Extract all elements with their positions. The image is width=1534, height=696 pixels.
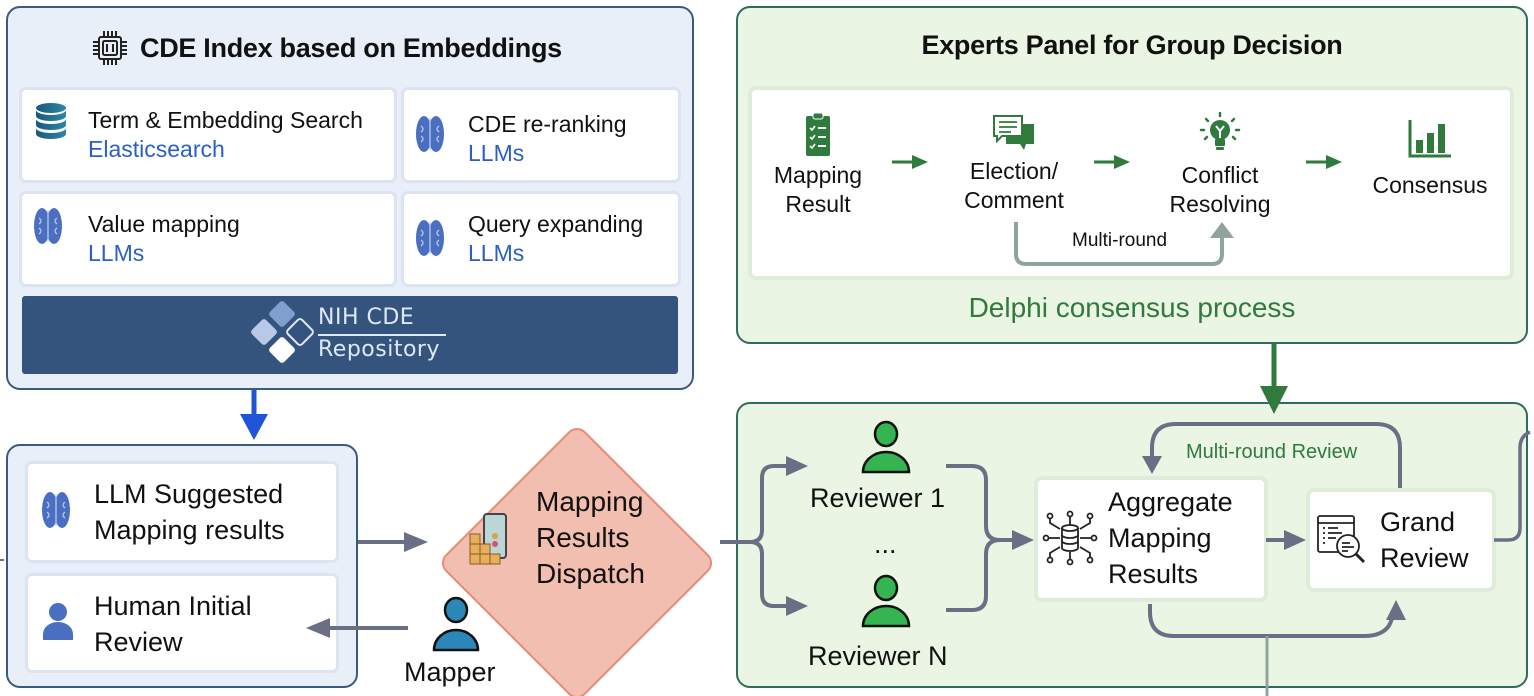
card-term-embedding-search: Term & Embedding Search Elasticsearch (22, 90, 394, 180)
nih-line2: Repository (318, 337, 440, 362)
step-label: Resolving (1169, 191, 1271, 217)
dispatch-label: Mapping Results Dispatch (536, 484, 645, 592)
card-label: Query expanding (468, 211, 644, 237)
card-label: Term & Embedding Search (88, 107, 363, 133)
chip-icon (90, 28, 130, 68)
reviewer-1-icon (858, 420, 914, 481)
brain-icon (416, 218, 444, 263)
aggregate-label: Aggregate Mapping Results (1108, 484, 1233, 592)
card-query-expanding: Query expanding LLMs (404, 194, 678, 284)
human-review-line1: Human Initial (94, 591, 252, 621)
grand-review-line2: Review (1380, 543, 1469, 573)
grand-review-label: Grand Review (1380, 504, 1469, 576)
nih-cde-repository-banner: NIH CDE Repository (22, 296, 678, 374)
delphi-caption: Delphi consensus process (968, 292, 1296, 323)
grand-review-line1: Grand (1380, 507, 1456, 537)
step-label: Election/ (969, 158, 1059, 184)
reviewer-ellipsis: ... (874, 529, 897, 559)
grand-review-card: Grand Review (1310, 492, 1492, 588)
database-icon (34, 102, 68, 147)
human-review-line2: Review (94, 627, 183, 657)
card-label: CDE re-ranking (468, 111, 627, 137)
brain-icon (42, 490, 70, 535)
experts-panel-title: Experts Panel for Group Decision (921, 30, 1343, 60)
card-label: Value mapping (88, 211, 240, 237)
bar-chart-icon (1408, 118, 1452, 163)
card-tech: LLMs (88, 240, 145, 266)
human-initial-review-card: Human Initial Review (28, 576, 336, 670)
chat-bubbles-icon (992, 112, 1036, 157)
card-tech: LLMs (468, 140, 525, 166)
code-search-icon (1316, 514, 1368, 571)
lightbulb-icon (1198, 111, 1242, 161)
reviewer-1-label: Reviewer 1 (810, 483, 946, 513)
step-label: Comment (964, 187, 1064, 213)
llm-suggested-card: LLM Suggested Mapping results (28, 464, 336, 560)
mapper-label: Mapper (404, 657, 496, 687)
card-tech: LLMs (468, 240, 525, 266)
nih-divider (318, 334, 446, 336)
step-label: Mapping (773, 162, 863, 188)
reviewer-n-icon (858, 574, 914, 635)
arrow-cde-to-initial-review (240, 390, 268, 440)
step-conflict-resolving: Conflict Resolving (1150, 111, 1290, 219)
dispatch-line2: Results (536, 522, 630, 553)
step-election-comment: Election/ Comment (944, 112, 1084, 215)
reviewer-n-label: Reviewer N (808, 641, 948, 671)
step-label: Consensus (1372, 172, 1488, 198)
card-cde-reranking: CDE re-ranking LLMs (404, 90, 678, 180)
step-label: Conflict (1181, 162, 1259, 188)
step-consensus: Consensus (1360, 118, 1500, 200)
aggregate-line1: Aggregate (1108, 487, 1233, 517)
aggregate-line2: Mapping (1108, 523, 1212, 553)
cde-index-title: CDE Index based on Embeddings (140, 32, 562, 63)
multi-round-label: Multi-round (1072, 230, 1168, 251)
user-icon (42, 602, 74, 647)
step-mapping-result: Mapping Result (756, 112, 880, 219)
llm-suggested-line2: Mapping results (94, 515, 285, 545)
dispatch-line3: Dispatch (536, 558, 645, 589)
llm-suggested-line1: LLM Suggested (94, 479, 284, 509)
data-hub-icon (1042, 510, 1098, 571)
card-value-mapping: Value mapping LLMs (22, 194, 394, 284)
brain-icon (34, 206, 62, 251)
cde-index-header: CDE Index based on Embeddings (90, 26, 562, 70)
nih-logo-icon (248, 300, 314, 375)
dispatch-boxes-phone-icon (468, 512, 508, 573)
multi-round-review-label: Multi-round Review (1186, 441, 1358, 463)
step-label: Result (785, 191, 851, 217)
card-tech: Elasticsearch (88, 136, 225, 162)
aggregate-card: Aggregate Mapping Results (1038, 480, 1264, 598)
mapper-person-icon (430, 596, 482, 659)
brain-icon (416, 114, 444, 159)
clipboard-checklist-icon (805, 112, 831, 161)
dispatch-line1: Mapping (536, 486, 644, 517)
arrow-llm-to-dispatch (358, 532, 428, 552)
nih-line1: NIH CDE (318, 305, 415, 330)
aggregate-line3: Results (1108, 559, 1199, 589)
